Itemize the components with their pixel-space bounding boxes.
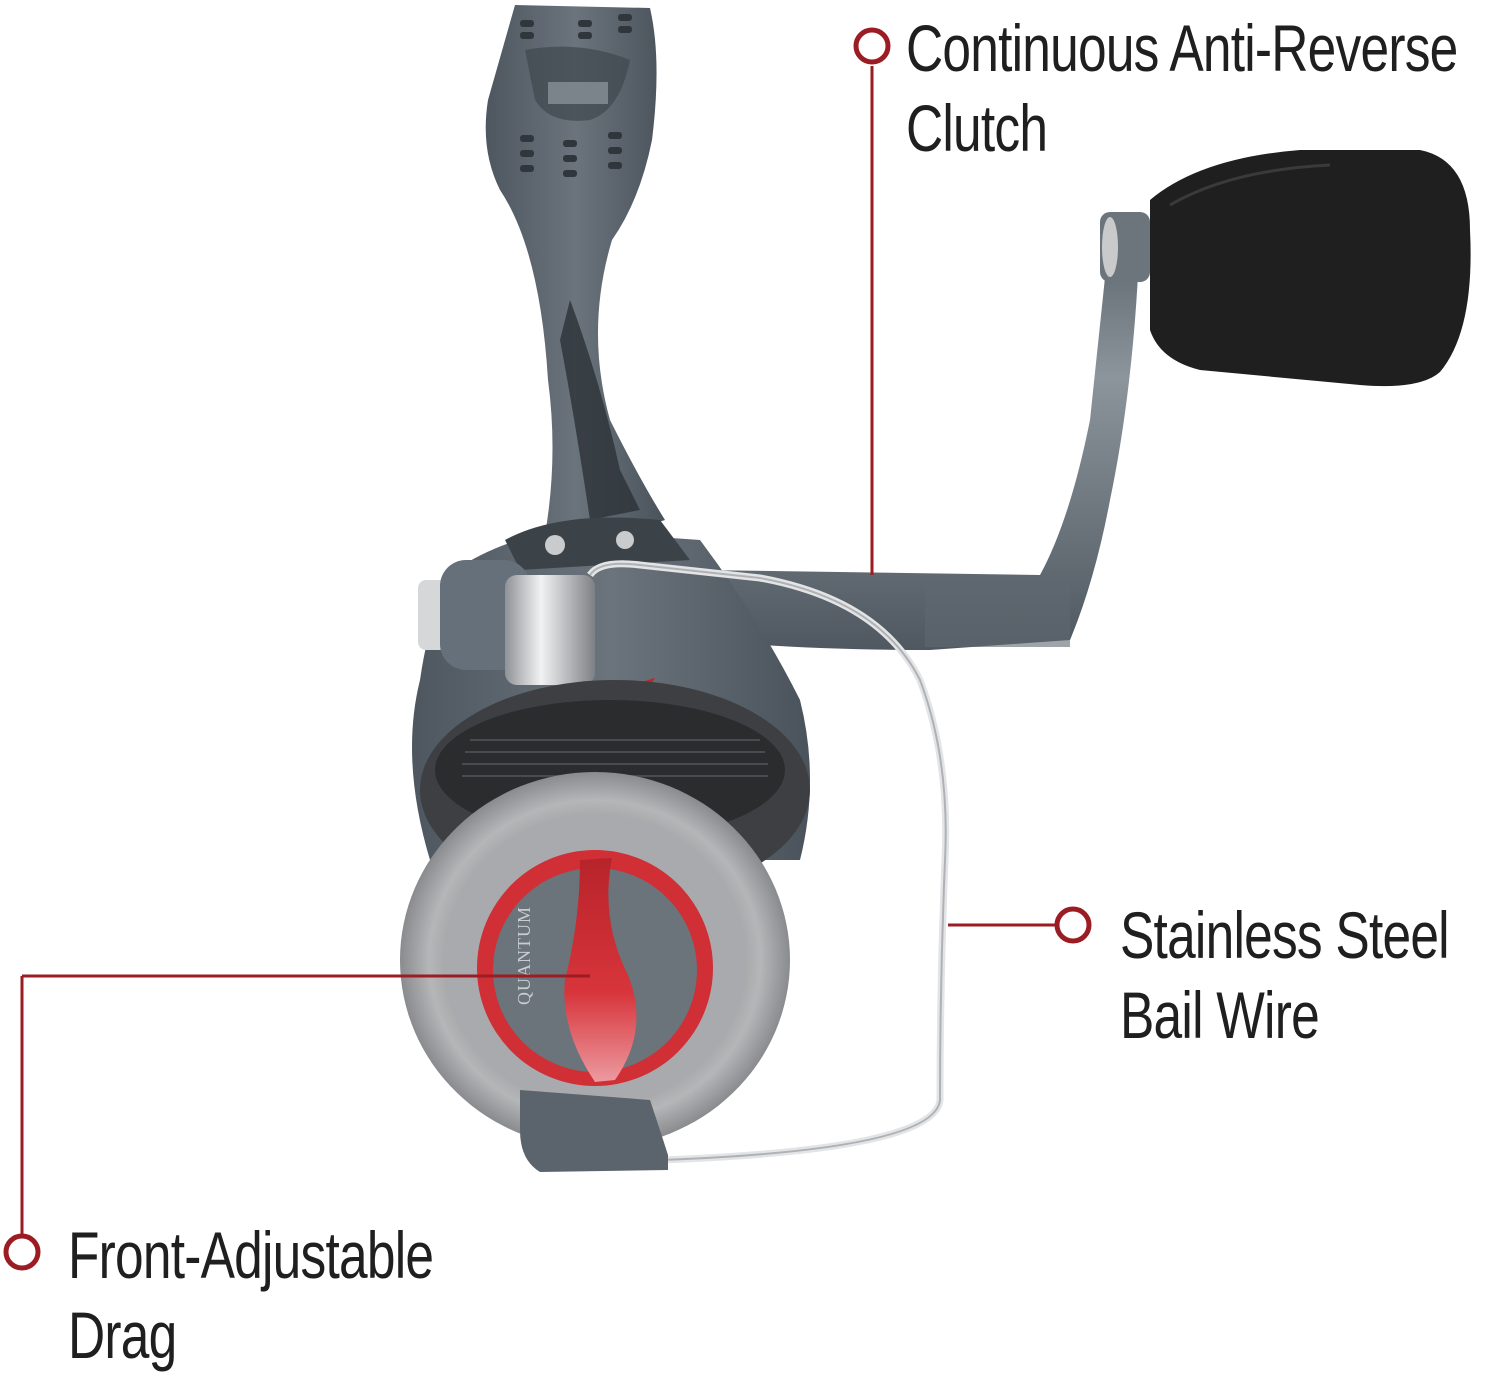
quantum-logo: QUANTUM <box>514 906 534 1005</box>
callout-anti-reverse: Continuous Anti-Reverse Clutch <box>906 8 1458 168</box>
callout-bail-wire: Stainless Steel Bail Wire <box>1120 895 1450 1055</box>
callout-marker-icon <box>1054 906 1092 944</box>
bail-foot <box>520 1090 668 1172</box>
reel-foot <box>485 5 665 560</box>
callout-drag-line1: Front-Adjustable <box>68 1218 434 1292</box>
callout-bail-wire-line2: Bail Wire <box>1120 978 1320 1052</box>
callout-marker-icon <box>853 27 891 65</box>
callout-marker-icon <box>3 1233 41 1271</box>
callout-bail-wire-line1: Stainless Steel <box>1120 898 1450 972</box>
callout-drag: Front-Adjustable Drag <box>68 1215 434 1375</box>
spool: QUANTUM <box>400 680 810 1148</box>
callout-markers <box>3 27 1092 1271</box>
callout-anti-reverse-line1: Continuous Anti-Reverse <box>906 11 1458 85</box>
callout-anti-reverse-line2: Clutch <box>906 91 1048 165</box>
callout-drag-line2: Drag <box>68 1298 177 1372</box>
handle-assembly <box>700 150 1471 650</box>
callout-lines <box>20 66 1055 1234</box>
